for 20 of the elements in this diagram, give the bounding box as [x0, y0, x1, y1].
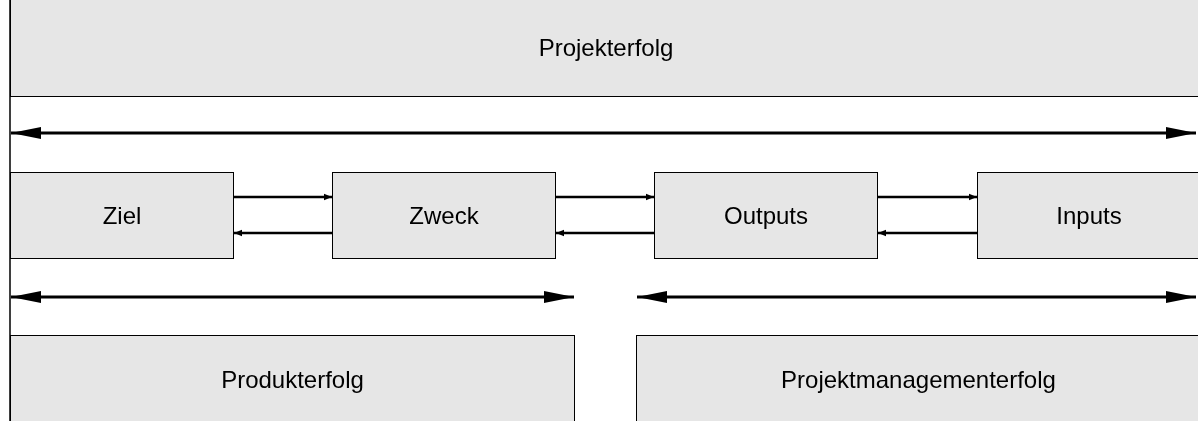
process-box [10, 0, 1198, 97]
process-box [636, 335, 1198, 421]
process-box [977, 172, 1198, 259]
arrow [234, 193, 332, 201]
arrow [556, 229, 654, 237]
box-label: Inputs [1056, 201, 1122, 230]
arrow [556, 193, 654, 201]
process-box [654, 172, 878, 259]
process-box [332, 172, 556, 259]
box-label: Zweck [409, 201, 479, 230]
box-label: Outputs [723, 201, 808, 230]
box-label: Projekterfolg [538, 33, 674, 62]
box-label: Produkterfolg [221, 366, 364, 394]
process-box [10, 172, 234, 259]
arrow [878, 193, 977, 201]
arrow [234, 229, 332, 237]
process-box [10, 335, 575, 421]
box-label: Ziel [102, 201, 142, 230]
arrow [878, 229, 977, 237]
box-label: Projektmanagementerfolg [781, 366, 1056, 394]
